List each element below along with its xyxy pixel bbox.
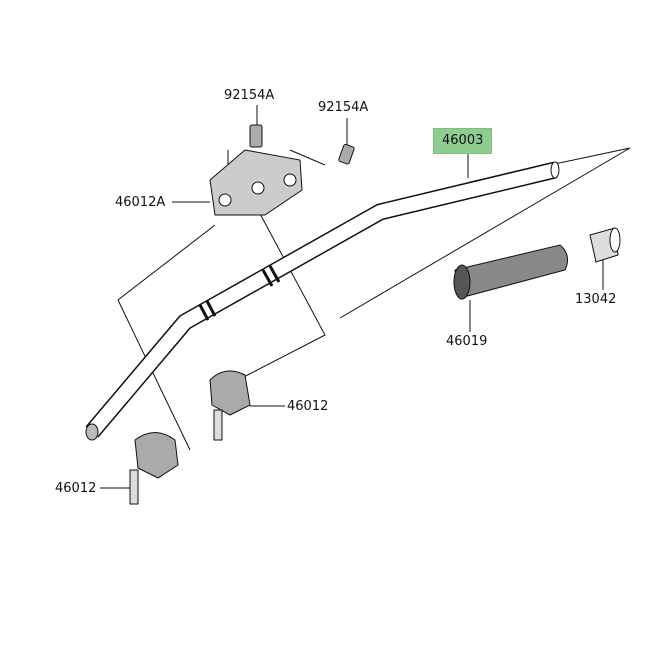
handlebar-46003 [85, 161, 560, 441]
grip-46019 [454, 244, 569, 299]
part-label-46012A[interactable]: 46012A [115, 195, 166, 210]
bolt-92154A-1 [249, 124, 263, 148]
part-label-46003[interactable]: 46003 [433, 128, 493, 154]
lower-clamp-46012-2 [134, 432, 179, 479]
part-label-92154A-right[interactable]: 92154A [318, 100, 369, 115]
part-label-92154A-top[interactable]: 92154A [224, 88, 275, 103]
part-label-46012-left[interactable]: 46012 [55, 481, 97, 496]
bolt-92154A-2 [338, 143, 355, 165]
part-label-46012-right[interactable]: 46012 [287, 399, 329, 414]
part-label-13042[interactable]: 13042 [575, 292, 617, 307]
upper-clamp-46012A [209, 149, 303, 216]
part-label-46019[interactable]: 46019 [446, 334, 488, 349]
lower-clamp-46012-1 [209, 370, 251, 416]
